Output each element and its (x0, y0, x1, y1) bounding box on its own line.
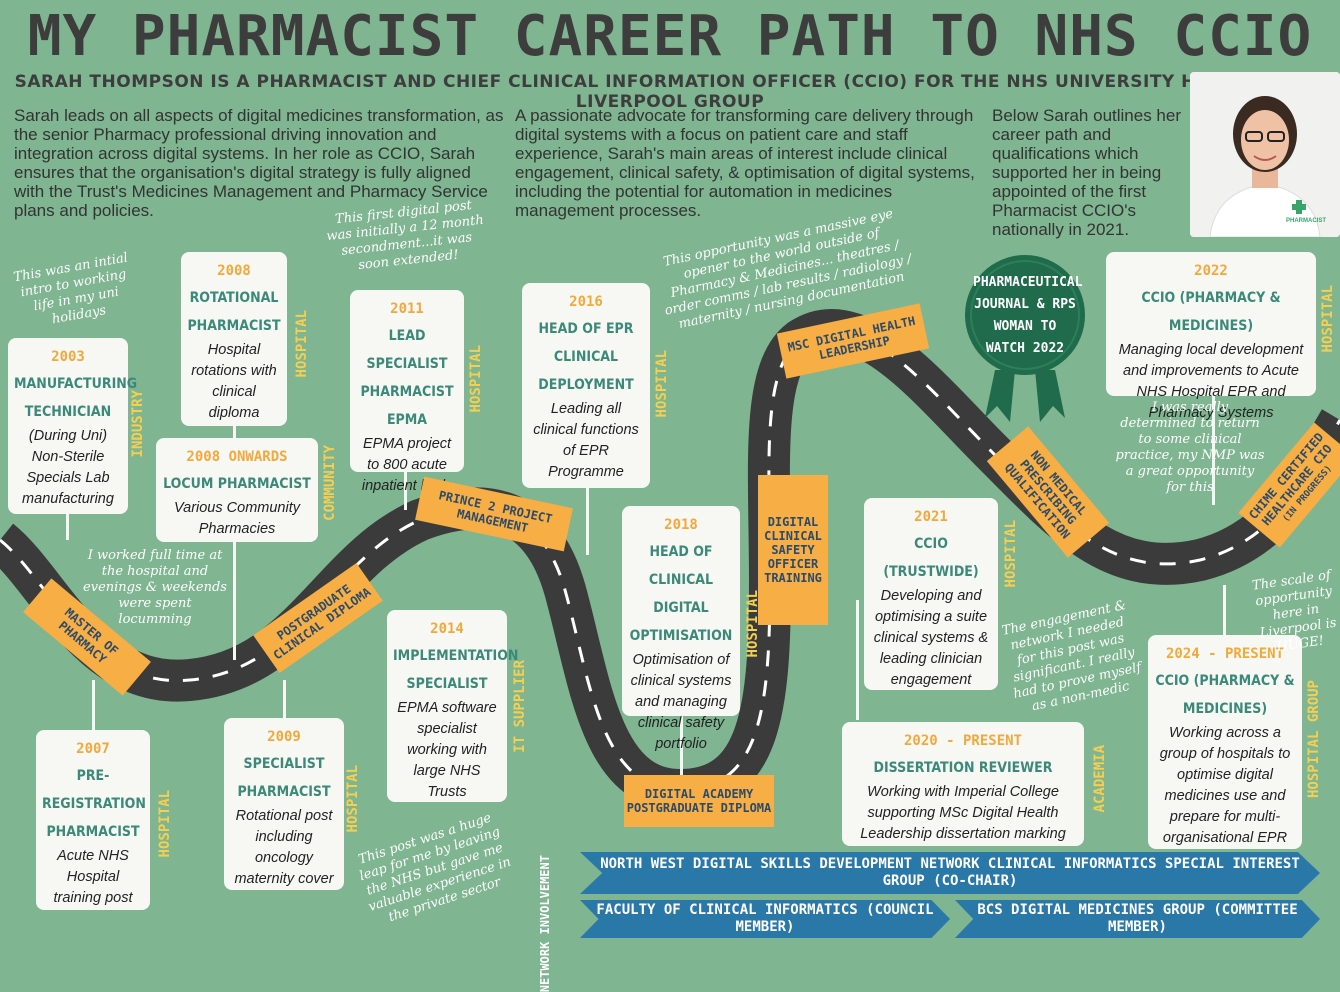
post (586, 485, 589, 555)
sector-label: IT SUPPLIER (512, 660, 528, 753)
card-year: 2021 (914, 509, 948, 525)
card-year: 2009 (267, 729, 301, 745)
post (1223, 585, 1226, 635)
sign-digital-academy: DIGITAL ACADEMY POSTGRADUATE DIPLOMA (624, 775, 774, 827)
card-year: 2018 (664, 517, 698, 533)
card-role: SPECIALIST PHARMACIST (237, 756, 331, 800)
card-desc: Various Community Pharmacies (174, 500, 300, 537)
career-card-2003: 2003 MANUFACTURING TECHNICIAN (During Un… (8, 338, 138, 514)
card-role: DISSERTATION REVIEWER (873, 760, 1053, 776)
card-desc: Working across a group of hospitals to o… (1159, 725, 1291, 846)
card-desc: Acute NHS Hospital training post (53, 848, 133, 906)
career-card-2021: 2021 CCIO (TRUSTWIDE) Developing and opt… (864, 498, 998, 690)
card-role: LEAD SPECIALIST PHARMACIST EPMA (360, 328, 454, 428)
card-year: 2020 - PRESENT (903, 733, 1022, 749)
sector-label: HOSPITAL (294, 310, 310, 378)
intro-col-2: A passionate advocate for transforming c… (515, 106, 975, 220)
post (680, 715, 683, 780)
career-card-2016: 2016 HEAD OF EPR CLINICAL DEPLOYMENT Lea… (522, 283, 650, 488)
career-card-2008: 2008 ROTATIONAL PHARMACIST Hospital rota… (181, 252, 287, 426)
sector-label: HOSPITAL (1320, 285, 1336, 353)
note-locum: I worked full time at the hospital and e… (83, 548, 227, 627)
career-card-2014: 2014 IMPLEMENTATION SPECIALIST EPMA soft… (387, 610, 519, 802)
card-year: 2024 - PRESENT (1165, 646, 1284, 662)
note-nmp: I was really determined to return to som… (1115, 400, 1265, 495)
card-year: 2014 (430, 621, 464, 637)
post (1212, 395, 1215, 505)
card-role: CCIO (TRUSTWIDE) (883, 536, 979, 580)
sector-label: HOSPITAL (468, 345, 484, 413)
post (856, 600, 859, 720)
career-card-2011: 2011 LEAD SPECIALIST PHARMACIST EPMA EPM… (350, 290, 464, 494)
page-title: MY PHARMACIST CAREER PATH TO NHS CCIO (27, 4, 1313, 69)
banner-bcs-digital-medicines: BCS DIGITAL MEDICINES GROUP (COMMITTEE M… (955, 900, 1320, 938)
post (92, 680, 95, 730)
card-role: ROTATIONAL PHARMACIST (187, 290, 281, 334)
career-card-2022: 2022 CCIO (PHARMACY & MEDICINES) Managin… (1106, 252, 1316, 421)
page-subtitle: SARAH THOMPSON IS A PHARMACIST AND CHIEF… (14, 72, 1326, 112)
card-year: 2011 (390, 301, 424, 317)
card-year: 2003 (51, 349, 85, 365)
award-text: PHARMACEUTICAL JOURNAL & RPS WOMAN TO WA… (973, 275, 1083, 356)
card-desc: Developing and optimising a suite clinic… (873, 588, 989, 688)
post (404, 470, 407, 510)
card-role: HEAD OF EPR CLINICAL DEPLOYMENT (538, 321, 634, 393)
card-role: HEAD OF CLINICAL DIGITAL OPTIMISATION (629, 544, 733, 644)
card-desc: Managing local development and improveme… (1118, 342, 1304, 421)
intro-col-3: Below Sarah outlines her career path and… (992, 106, 1182, 239)
card-year: 2008 (217, 263, 251, 279)
banner-nw-digital-skills: NORTH WEST DIGITAL SKILLS DEVELOPMENT NE… (580, 852, 1320, 894)
photo-badge: PHARMACIST (1286, 218, 1326, 224)
card-desc: Optimisation of clinical systems and man… (630, 652, 732, 752)
sector-label: HOSPITAL (345, 765, 361, 833)
card-role: MANUFACTURING TECHNICIAN (14, 376, 138, 420)
sector-label: HOSPITAL (157, 790, 173, 858)
sector-label: HOSPITAL GROUP (1306, 680, 1322, 799)
post (233, 540, 236, 660)
career-card-2008-onwards: 2008 ONWARDS LOCUM PHARMACIST Various Co… (156, 438, 318, 542)
career-card-2009: 2009 SPECIALIST PHARMACIST Rotational po… (224, 718, 344, 890)
card-role: CCIO (PHARMACY & MEDICINES) (1141, 290, 1281, 334)
card-year: 2022 (1194, 263, 1228, 279)
sector-label: HOSPITAL (654, 350, 670, 418)
sign-clinical-safety: DIGITAL CLINICAL SAFETY OFFICER TRAINING (758, 475, 828, 625)
note-2024: The scale of opportunity here in Liverpo… (1251, 567, 1338, 655)
card-desc: Rotational post including oncology mater… (234, 808, 334, 887)
sector-label: ACADEMIA (1092, 745, 1108, 813)
card-year: 2016 (569, 294, 603, 310)
intro-col-1: Sarah leads on all aspects of digital me… (14, 106, 504, 220)
card-desc: Working with Imperial College supporting… (860, 784, 1066, 842)
career-card-2020: 2020 - PRESENT DISSERTATION REVIEWER Wor… (842, 722, 1084, 846)
profile-photo: PHARMACIST (1190, 72, 1340, 237)
career-card-2018: 2018 HEAD OF CLINICAL DIGITAL OPTIMISATI… (622, 506, 740, 752)
card-desc: EPMA software specialist working with la… (397, 700, 497, 800)
award-rosette: PHARMACEUTICAL JOURNAL & RPS WOMAN TO WA… (965, 240, 1085, 422)
card-year: 2008 ONWARDS (186, 449, 288, 465)
card-desc: Leading all clinical functions of EPR Pr… (533, 401, 639, 480)
post (233, 420, 236, 440)
card-desc: Hospital rotations with clinical diploma (191, 342, 277, 421)
card-year: 2007 (76, 741, 110, 757)
sector-label: HOSPITAL (1003, 520, 1019, 588)
post (283, 680, 286, 720)
post (66, 505, 69, 540)
network-label: NETWORK INVOLVEMENT (538, 855, 552, 992)
career-card-2007: 2007 PRE-REGISTRATION PHARMACIST Acute N… (36, 730, 150, 910)
career-card-2024: 2024 - PRESENT CCIO (PHARMACY & MEDICINE… (1148, 635, 1302, 849)
sector-label: COMMUNITY (322, 445, 338, 521)
card-role: PRE-REGISTRATION PHARMACIST (42, 768, 146, 840)
card-role: IMPLEMENTATION SPECIALIST (393, 648, 519, 692)
sector-label: INDUSTRY (130, 390, 146, 458)
card-role: CCIO (PHARMACY & MEDICINES) (1155, 673, 1295, 717)
card-desc: (During Uni) Non-Sterile Specials Lab ma… (22, 428, 114, 507)
banner-faculty-clinical-informatics: FACULTY OF CLINICAL INFORMATICS (COUNCIL… (580, 900, 950, 938)
card-role: LOCUM PHARMACIST (163, 476, 311, 492)
